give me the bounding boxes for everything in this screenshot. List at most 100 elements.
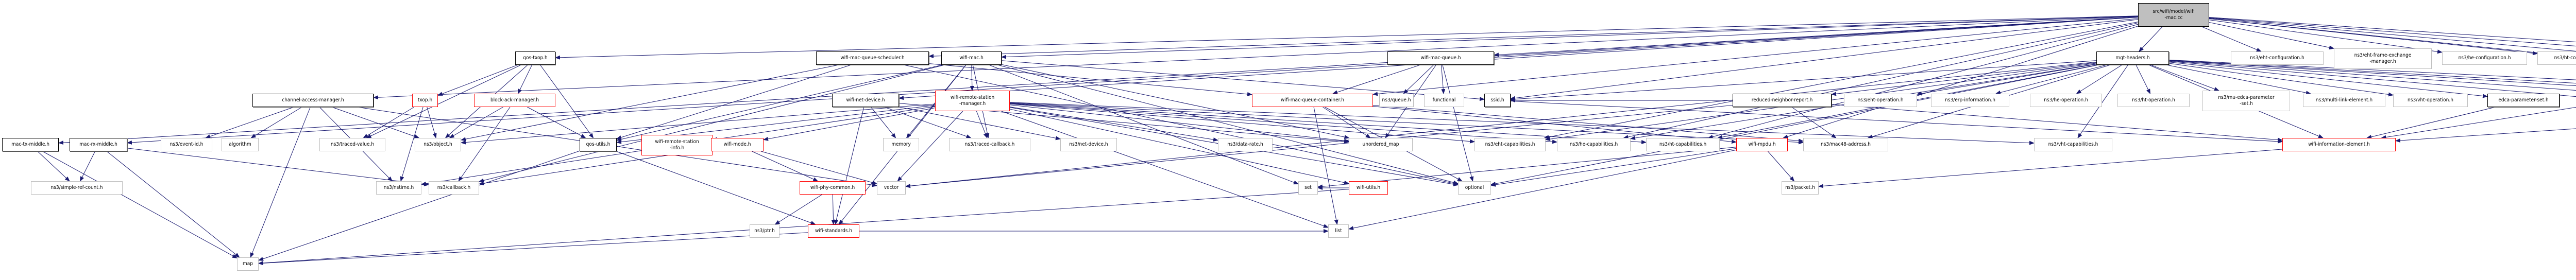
graph-node-ht-operation: ns3/ht-operation.h — [2117, 94, 2190, 107]
graph-node-channel-access-manager[interactable]: channel-access-manager.h — [252, 94, 374, 107]
node-label: mac-rx-middle.h — [79, 142, 117, 147]
edge-qos-utils-to-map — [258, 150, 580, 261]
edge-wifi-remote-station-manager-to-vht-capabilities — [1009, 102, 2035, 145]
graph-node-wifi-remote-station-info[interactable]: wifi-remote-station -info.h — [641, 135, 713, 155]
edge-wifi-utils-to-map — [258, 189, 1349, 265]
edge-mgt-headers-to-eht-operation — [1917, 64, 2097, 96]
node-label: ns3/eht-capabilities.h — [1485, 142, 1535, 147]
node-label: wifi-mac-queue.h — [1420, 55, 1461, 61]
graph-node-mac-rx-middle[interactable]: mac-rx-middle.h — [70, 138, 127, 151]
node-label: ssid.h — [1490, 97, 1504, 103]
graph-node-vht-operation: ns3/vht-operation.h — [2393, 94, 2468, 107]
graph-node-wifi-standards[interactable]: wifi-standards.h — [808, 224, 859, 238]
edge-wifi-mpdu-to-packet — [1768, 151, 1795, 182]
graph-node-wifi-information-element[interactable]: wifi-information-element.h — [2282, 138, 2396, 151]
graph-node-wifi-mpdu[interactable]: wifi-mpdu.h — [1736, 138, 1788, 151]
graph-node-wifi-utils[interactable]: wifi-utils.h — [1349, 181, 1388, 195]
graph-node-eht-capabilities: ns3/eht-capabilities.h — [1475, 138, 1546, 151]
graph-node-root[interactable]: src/wifi/model/wifi -mac.cc — [2138, 3, 2209, 27]
graph-node-mac-tx-middle[interactable]: mac-tx-middle.h — [2, 138, 59, 151]
node-label: functional — [1432, 97, 1456, 103]
edge-wifi-remote-station-manager-to-wifi-utils — [1009, 109, 1349, 185]
edge-ssid-to-wifi-information-element — [1510, 100, 2283, 144]
edge-channel-access-manager-to-map — [250, 107, 311, 258]
edge-mgt-headers-to-vht-operation — [2168, 63, 2394, 97]
graph-node-wifi-mac-queue-scheduler[interactable]: wifi-mac-queue-scheduler.h — [816, 51, 929, 65]
graph-node-wifi-phy-common[interactable]: wifi-phy-common.h — [800, 181, 866, 195]
edge-root-to-eht-capabilities — [1544, 22, 2139, 139]
graph-node-ht-capabilities: ns3/ht-capabilities.h — [1646, 138, 1720, 151]
graph-node-map: map — [237, 257, 259, 271]
node-label: map — [243, 261, 253, 267]
graph-node-qos-txop[interactable]: qos-txop.h — [515, 51, 555, 65]
node-label: wifi-remote-station -info.h — [655, 139, 699, 151]
edge-reduced-neighbor-report-to-vector — [905, 104, 1733, 188]
edge-wifi-remote-station-manager-to-he-capabilities — [1009, 103, 1557, 144]
edge-qos-txop-to-block-ack-manager — [517, 64, 533, 94]
node-label: ns3/erp-information.h — [1945, 97, 1995, 103]
graph-node-mgt-headers[interactable]: mgt-headers.h — [2096, 51, 2169, 65]
graph-node-wifi-remote-station-manager[interactable]: wifi-remote-station -manager.h — [935, 91, 1010, 111]
graph-node-simple-ref-count: ns3/simple-ref-count.h — [31, 181, 123, 195]
graph-node-ht-configuration: ns3/ht-configuration.h — [2537, 51, 2576, 65]
edge-wifi-mode-to-wifi-phy-common — [752, 151, 819, 182]
graph-node-wifi-mac[interactable]: wifi-mac.h — [941, 51, 1002, 65]
graph-node-wifi-net-device[interactable]: wifi-net-device.h — [832, 94, 899, 107]
edge-wifi-mac-queue-to-queue — [1403, 64, 1434, 94]
graph-node-txop[interactable]: txop.h — [412, 94, 438, 107]
graph-node-ssid[interactable]: ssid.h — [1484, 94, 1511, 107]
edge-root-to-ht-capabilities — [1707, 24, 2139, 139]
graph-node-wifi-mac-queue[interactable]: wifi-mac-queue.h — [1387, 51, 1494, 65]
node-label: ns3/vht-capabilities.h — [2048, 142, 2098, 147]
edge-wifi-remote-station-manager-to-data-rate — [1009, 107, 1218, 142]
edge-root-to-wifi-mac-queue-scheduler — [928, 15, 2139, 59]
graph-node-wifi-mode[interactable]: wifi-mode.h — [711, 138, 764, 151]
edge-mgt-headers-to-reduced-neighbor-report — [1831, 62, 2097, 96]
edge-mgt-headers-to-extended-capabilities — [2168, 59, 2576, 80]
edge-mgt-headers-to-edca-parameter-set — [2168, 62, 2488, 98]
edge-block-ack-manager-to-object — [449, 107, 503, 138]
node-label: mgt-headers.h — [2115, 55, 2150, 61]
node-label: ns3/he-operation.h — [2044, 97, 2088, 103]
node-label: wifi-mac.h — [959, 55, 984, 61]
node-label: ns3/packet.h — [1785, 185, 1815, 190]
edge-root-to-log — [2209, 18, 2576, 51]
edge-wifi-remote-station-info-to-nstime — [421, 150, 642, 186]
graph-node-block-ack-manager[interactable]: block-ack-manager.h — [474, 94, 555, 107]
node-label: src/wifi/model/wifi -mac.cc — [2153, 9, 2195, 21]
graph-node-wifi-mac-queue-container[interactable]: wifi-mac-queue-container.h — [1252, 94, 1373, 107]
node-label: wifi-mpdu.h — [1748, 142, 1776, 147]
edge-mgt-headers-to-erp-information — [1995, 64, 2107, 95]
node-label: wifi-mode.h — [723, 142, 751, 147]
node-label: qos-txop.h — [523, 55, 548, 61]
node-label: ns3/mac48-address.h — [1821, 142, 1871, 147]
graph-node-list: list — [1328, 224, 1349, 238]
edge-root-to-wifi-net-device — [899, 17, 2139, 100]
node-label: ns3/data-rate.h — [1227, 142, 1263, 147]
graph-node-edca-parameter-set[interactable]: edca-parameter-set.h — [2487, 94, 2560, 107]
node-label: ns3/traced-value.h — [330, 142, 375, 147]
edge-qos-txop-to-txop — [437, 64, 518, 96]
edge-wifi-mac-queue-scheduler-to-qos-utils — [616, 64, 852, 139]
graph-node-callback: ns3/callback.h — [429, 181, 479, 195]
node-label: ns3/eht-operation.h — [1857, 97, 1904, 103]
node-label: list — [1335, 228, 1342, 234]
node-label: ns3/he-capabilities.h — [1569, 142, 1618, 147]
graph-node-qos-utils[interactable]: qos-utils.h — [580, 138, 617, 151]
node-label: unordered_map — [1362, 142, 1399, 147]
graph-node-reduced-neighbor-report[interactable]: reduced-neighbor-report.h — [1733, 94, 1832, 107]
edge-wifi-mac-to-qos-utils — [616, 64, 943, 142]
edge-wifi-remote-station-manager-to-traced-callback — [976, 111, 988, 138]
edge-wifi-mac-queue-to-wifi-mac-queue-container — [1332, 64, 1421, 94]
edge-root-to-he-capabilities — [1623, 22, 2139, 139]
edge-channel-access-manager-to-algorithm — [250, 107, 302, 138]
graph-node-net-device: ns3/net-device.h — [1060, 138, 1117, 151]
node-label: block-ack-manager.h — [490, 97, 539, 103]
node-label: set — [1304, 185, 1312, 190]
graph-node-packet: ns3/packet.h — [1782, 181, 1819, 195]
edge-mgt-headers-to-status-code — [2168, 60, 2576, 86]
edge-wifi-remote-station-manager-to-vector — [897, 111, 963, 182]
node-label: ns3/eht-configuration.h — [2250, 55, 2304, 61]
graph-node-optional: optional — [1458, 181, 1491, 195]
